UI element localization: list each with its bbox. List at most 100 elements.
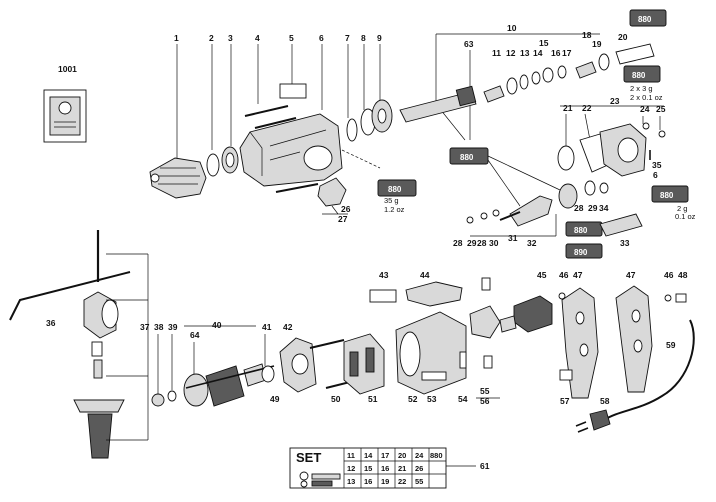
svg-text:19: 19 [381,477,389,486]
label-37: 37 [140,322,150,332]
label-52: 52 [408,394,418,404]
svg-text:16: 16 [381,464,389,473]
label-28-mid: 28 [477,238,487,248]
label-9: 9 [377,33,382,43]
label-1: 1 [174,33,179,43]
label-28-right: 28 [574,203,584,213]
set-icon [299,471,341,488]
label-61: 61 [480,461,490,471]
svg-text:12: 12 [347,464,355,473]
svg-text:15: 15 [364,464,372,473]
label-6: 6 [319,33,324,43]
label-48: 48 [678,270,688,280]
label-25: 25 [656,104,666,114]
switch-45 [499,295,553,333]
label-40: 40 [212,320,222,330]
set-title: SET [296,450,321,465]
label-44: 44 [420,270,430,280]
label-49: 49 [270,394,280,404]
brush-55 [481,277,491,291]
label-6-lower: 6 [653,170,658,180]
label-5: 5 [289,33,294,43]
label-30: 30 [489,238,499,248]
label-29-left: 29 [467,238,477,248]
set-table: SET 11 14 17 20 24 880 12 15 16 21 26 13… [289,447,447,489]
svg-text:890: 890 [574,248,588,257]
label-39: 39 [168,322,178,332]
grease-tube-right: 880 [651,185,689,203]
svg-text:20: 20 [398,451,406,460]
label-16: 16 [551,48,561,58]
side-handle-37 [73,230,125,459]
svg-text:24: 24 [415,451,424,460]
gear-9 [371,99,393,133]
label-20: 20 [618,32,628,42]
label-35: 35 [652,160,662,170]
svg-text:26: 26 [415,464,423,473]
piston-20 [615,43,655,65]
label-10: 10 [507,23,517,33]
fan-baffle-42 [279,337,317,393]
svg-text:16: 16 [364,477,372,486]
svg-text:880: 880 [460,153,474,162]
svg-text:880: 880 [574,226,588,235]
grease-tube-890: 890 [565,243,603,259]
grease-tube-lower: 880 [565,221,603,237]
handle-half-right-47 [615,285,653,393]
label-46-left: 46 [559,270,569,280]
label-38: 38 [154,322,164,332]
label-8: 8 [361,33,366,43]
handle-half-left-47 [561,287,599,399]
qty-main-g: 35 g [384,196,399,205]
label-18: 18 [582,30,592,40]
label-58: 58 [600,396,610,406]
cable-clamp-48 [675,293,687,303]
label-41: 41 [262,322,272,332]
label-3: 3 [228,33,233,43]
label-47-left: 47 [573,270,583,280]
svg-text:880: 880 [388,185,402,194]
label-14: 14 [533,48,543,58]
label-15: 15 [539,38,549,48]
label-29-right: 29 [588,203,598,213]
svg-text:17: 17 [381,451,389,460]
qty-main-oz: 1.2 oz [384,205,405,214]
svg-text:13: 13 [347,477,355,486]
screw-46-right [664,294,672,302]
label-32: 32 [527,238,537,248]
svg-text:55: 55 [415,477,423,486]
label-13: 13 [520,48,530,58]
qty-top-oz: 2 x 0.1 oz [630,93,663,102]
label-55: 55 [480,386,490,396]
label-7: 7 [345,33,350,43]
label-17: 17 [562,48,572,58]
small-washers-28-30 [466,209,500,224]
label-43: 43 [379,270,389,280]
label-56: 56 [480,396,490,406]
label-12: 12 [506,48,516,58]
label-31: 31 [508,233,518,243]
label-64: 64 [190,330,200,340]
svg-text:22: 22 [398,477,406,486]
label-54: 54 [458,394,468,404]
label-plate-53 [421,371,447,381]
plate-43 [369,289,397,303]
washer-7 [346,118,358,142]
lever-26 [317,177,347,215]
svg-text:880: 880 [660,191,674,200]
brush-holder-54 [459,305,501,369]
bearing-38 [151,393,165,407]
label-19: 19 [592,39,602,49]
label-4: 4 [255,33,260,43]
cover-44 [405,281,463,307]
label-33: 33 [620,238,630,248]
screw-46-left [558,292,566,300]
label-plate-5 [279,83,307,99]
label-22: 22 [582,103,592,113]
power-cable-59 [575,319,695,433]
intermediate-shaft-31 [499,195,553,227]
label-42: 42 [283,322,293,332]
label-2: 2 [209,33,214,43]
label-36: 36 [46,318,56,328]
